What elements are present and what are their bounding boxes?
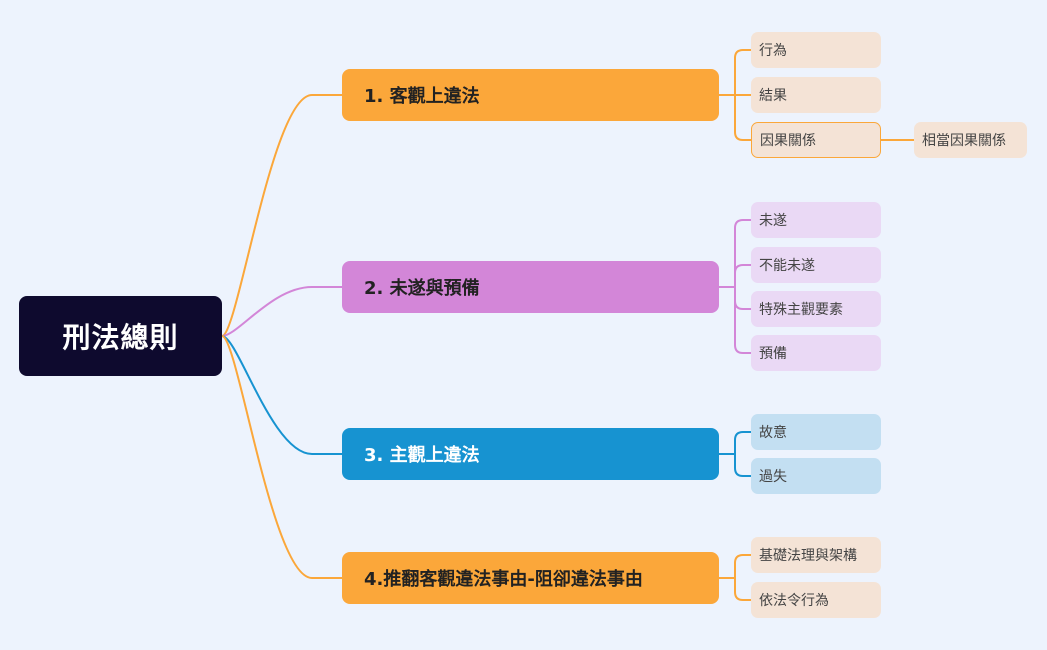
branch-3-topic[interactable]: 3. 主觀上違法 (342, 428, 719, 480)
branch-4-topic[interactable]: 4.推翻客觀違法事由-阻卻違法事由 (342, 552, 719, 604)
connector-root-branch-4 (221, 335, 342, 579)
connector-branch-2-leaves (719, 219, 751, 354)
connector-branch-1-leaves (719, 49, 914, 141)
root-topic[interactable]: 刑法總則 (19, 296, 222, 376)
leaf-negligence[interactable]: 過失 (751, 458, 881, 494)
leaf-result[interactable]: 結果 (751, 77, 881, 113)
leaf-adequate-causation[interactable]: 相當因果關係 (914, 122, 1027, 158)
connector-root-branch-3 (221, 335, 342, 455)
leaf-impossible-attempt[interactable]: 不能未遂 (751, 247, 881, 283)
connector-root-branch-2 (221, 286, 342, 337)
connector-branch-3-leaves (719, 431, 751, 477)
leaf-behavior[interactable]: 行為 (751, 32, 881, 68)
branch-1-topic[interactable]: 1. 客觀上違法 (342, 69, 719, 121)
leaf-intent[interactable]: 故意 (751, 414, 881, 450)
leaf-act-by-law[interactable]: 依法令行為 (751, 582, 881, 618)
branch-2-topic[interactable]: 2. 未遂與預備 (342, 261, 719, 313)
leaf-basic-legal-principles[interactable]: 基礎法理與架構 (751, 537, 881, 573)
leaf-attempt[interactable]: 未遂 (751, 202, 881, 238)
leaf-causation[interactable]: 因果關係 (751, 122, 881, 158)
leaf-preparation[interactable]: 預備 (751, 335, 881, 371)
connector-root-branch-1 (221, 94, 342, 337)
leaf-special-subjective-element[interactable]: 特殊主觀要素 (751, 291, 881, 327)
connector-branch-4-leaves (719, 554, 751, 601)
